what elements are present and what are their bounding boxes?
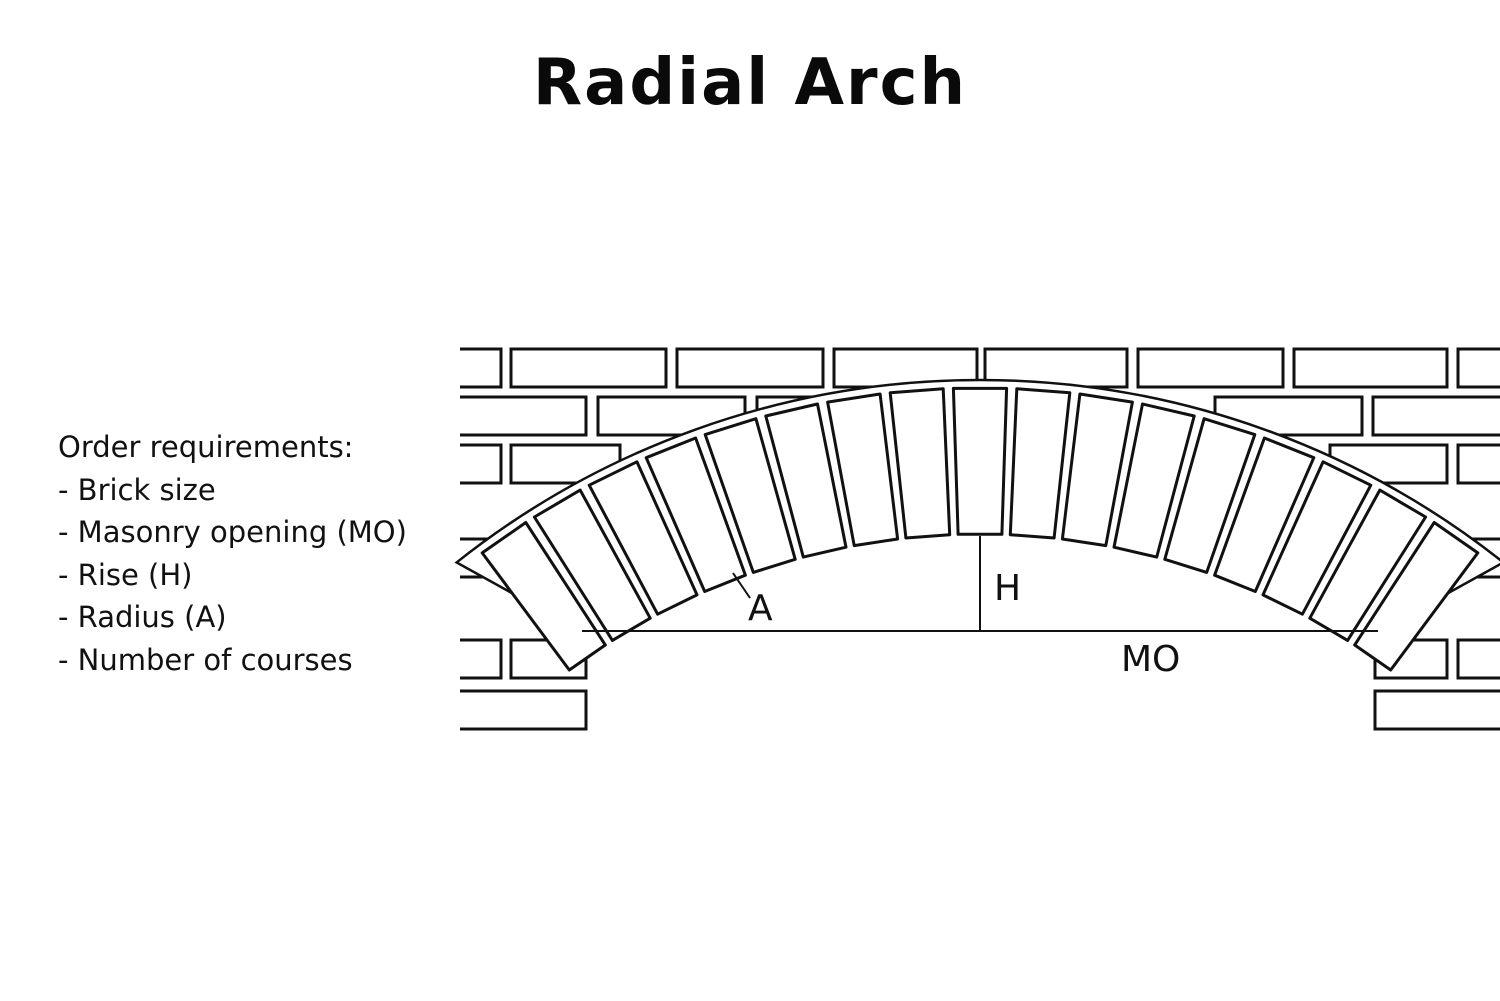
wall-brick	[1456, 443, 1500, 485]
requirements-heading: Order requirements:	[58, 430, 354, 464]
wall-brick	[675, 347, 825, 389]
radius-label: A	[748, 588, 773, 629]
requirement-number-of-courses: - Number of courses	[58, 642, 353, 677]
wall-brick	[1456, 347, 1500, 389]
wall-brick	[1373, 689, 1500, 731]
voussoir-brick	[480, 521, 607, 672]
opening-label: MO	[1121, 639, 1180, 680]
radius-leader-line	[732, 572, 751, 599]
wall-brick	[460, 395, 588, 437]
wall-brick	[460, 347, 503, 389]
wall-brick	[1136, 347, 1285, 389]
voussoir-brick	[764, 402, 848, 559]
wall-brick	[460, 689, 588, 731]
voussoir-brick	[826, 392, 900, 548]
voussoir-brick	[703, 417, 797, 574]
wall-brick	[1292, 347, 1449, 389]
wall-brick	[1371, 395, 1500, 437]
requirement-brick-size: - Brick size	[58, 472, 216, 507]
voussoir-brick	[1308, 488, 1428, 642]
wall-brick	[509, 347, 668, 389]
voussoir-brick	[1060, 392, 1134, 548]
wall-brick	[1456, 638, 1500, 680]
arch-voussoirs	[480, 386, 1480, 672]
voussoir-brick	[1112, 402, 1196, 559]
voussoir-brick	[587, 460, 699, 616]
requirement-masonry-opening: - Masonry opening (MO)	[58, 515, 407, 549]
voussoir-brick	[888, 387, 952, 540]
order-requirements-list: Order requirements: - Brick size - Mason…	[58, 426, 407, 681]
voussoir-brick	[1163, 417, 1257, 574]
voussoir-brick	[951, 386, 1009, 536]
voussoir-brick	[532, 488, 652, 642]
requirement-rise: - Rise (H)	[58, 557, 193, 592]
arch-extrados-outline	[454, 378, 1500, 634]
requirement-radius: - Radius (A)	[58, 600, 227, 634]
diagram-title: Radial Arch	[532, 46, 968, 120]
voussoir-brick	[644, 436, 747, 593]
voussoir-brick	[1353, 521, 1480, 672]
voussoir-brick	[1008, 387, 1072, 540]
voussoir-brick	[1261, 460, 1373, 616]
wall-brick	[460, 638, 503, 680]
rise-label: H	[994, 568, 1021, 609]
wall-brick	[460, 443, 503, 485]
voussoir-brick	[1213, 436, 1316, 593]
